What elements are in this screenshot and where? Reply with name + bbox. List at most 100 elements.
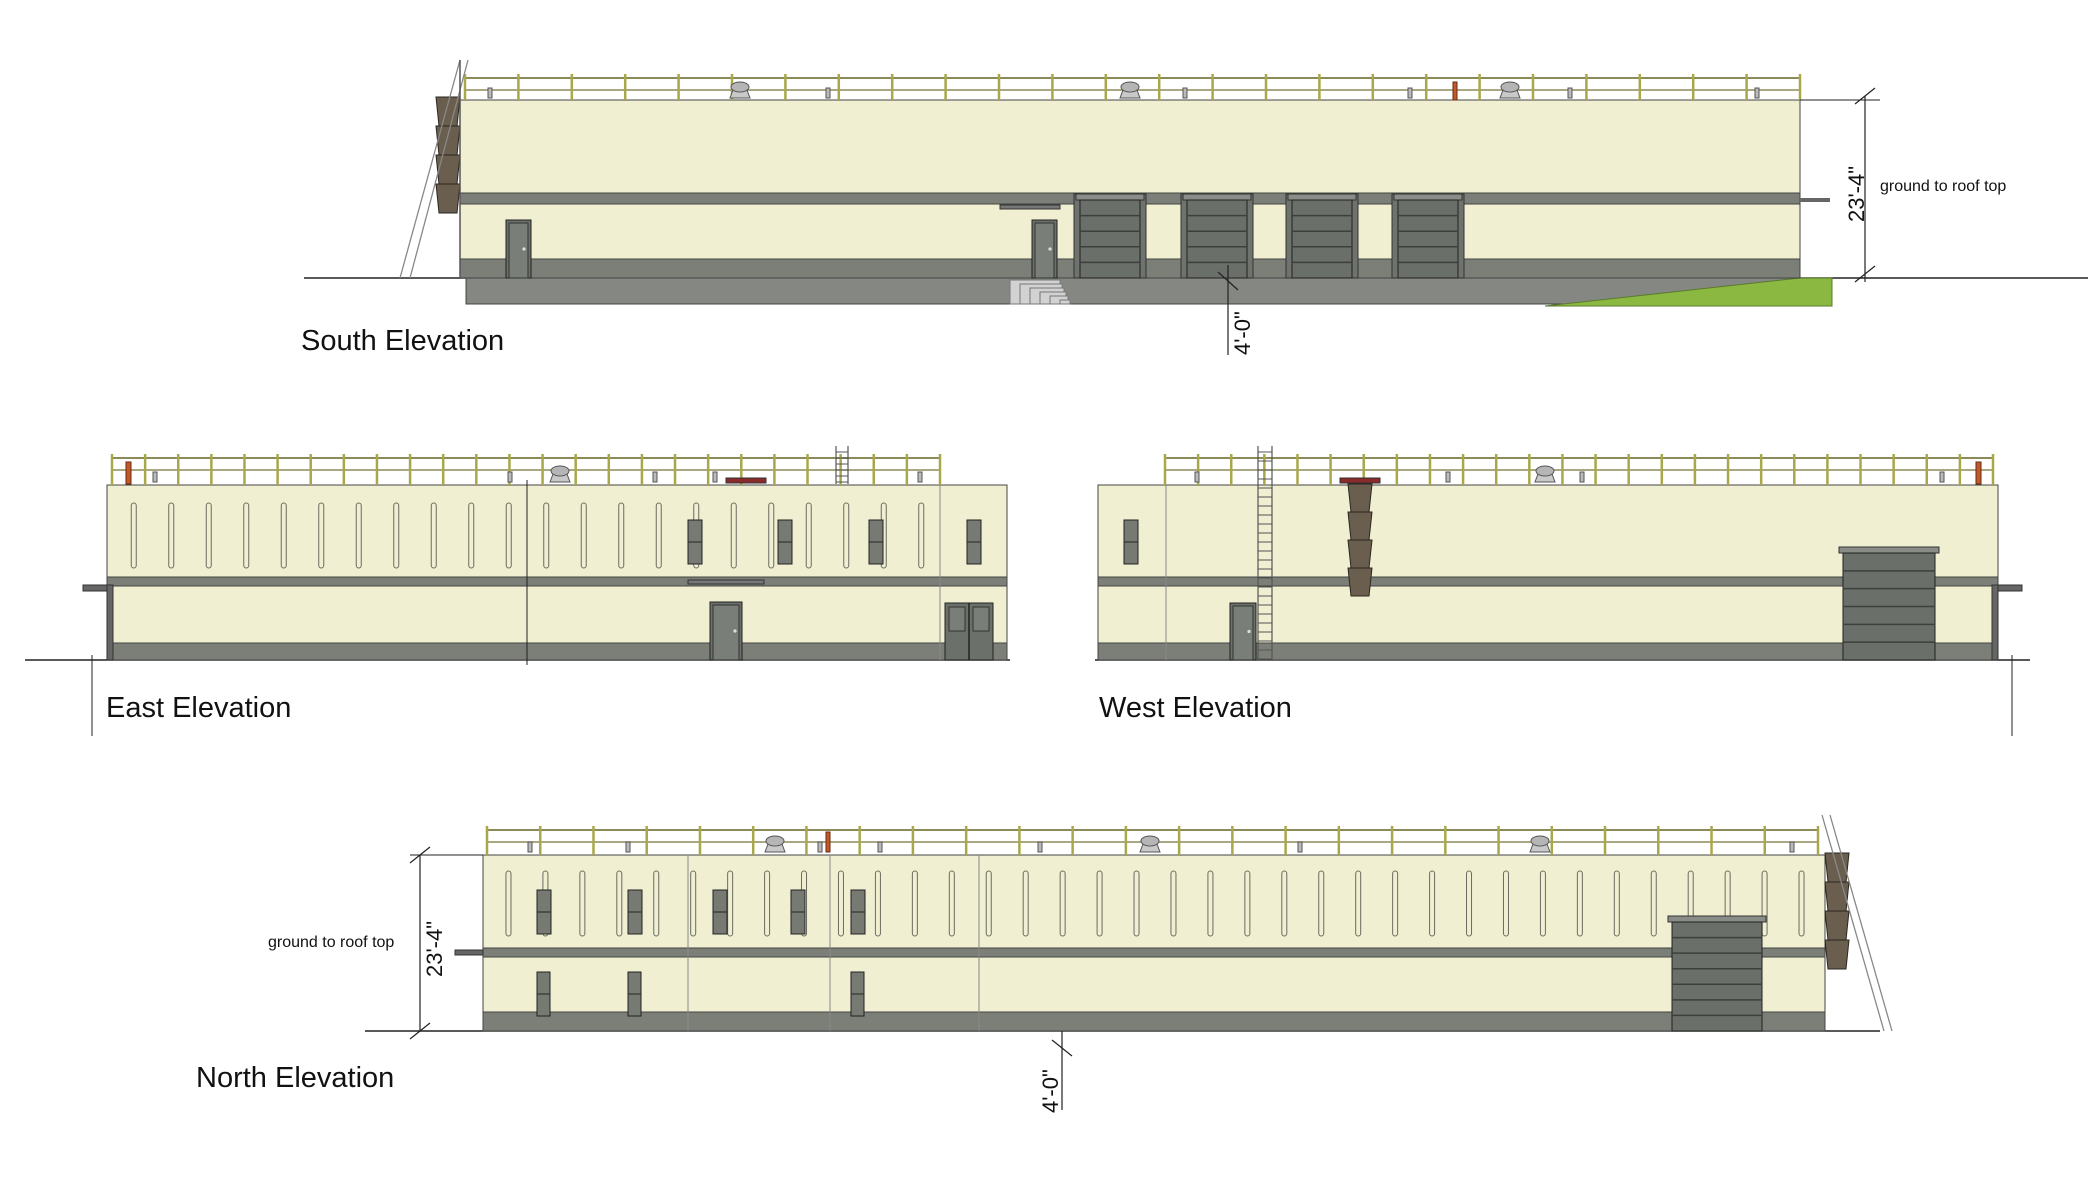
roof-pipe	[652, 471, 658, 483]
roof-hatch-marker	[1452, 81, 1458, 101]
wall-rib	[505, 502, 512, 569]
wall-rib	[843, 502, 850, 569]
roof-hatch-marker	[125, 461, 132, 485]
door-lite	[948, 606, 966, 632]
roof-vent-cap	[765, 835, 785, 847]
wall-rib	[205, 502, 212, 569]
roof-pipe	[1789, 841, 1795, 853]
wall-rib	[653, 870, 660, 937]
wall-rib	[727, 870, 734, 937]
wall-rib	[1170, 870, 1177, 937]
roof-pipe	[1445, 471, 1451, 483]
wall-rib	[618, 502, 625, 569]
downspout-scupper	[435, 154, 461, 185]
roof-pipe	[1939, 471, 1945, 483]
roof-vent-cap	[1500, 81, 1520, 93]
upper-wall	[106, 484, 1008, 578]
west-elevation-drawing	[1095, 446, 2030, 736]
wall-rib	[1539, 870, 1546, 937]
door-handle	[1048, 247, 1052, 251]
rollup-door-head	[1667, 915, 1767, 923]
wall-rib	[911, 870, 918, 937]
roof-pipe	[1754, 87, 1760, 99]
upper-wall	[459, 99, 1801, 196]
ladder-rail	[1829, 814, 1893, 1032]
ladder-rail	[399, 59, 461, 279]
roof-vent-cap	[1535, 465, 1555, 477]
door-panel	[1034, 222, 1055, 279]
roof-vent-cap	[1530, 835, 1550, 847]
wall-rib	[1466, 870, 1473, 937]
upper-wall	[1097, 484, 1999, 578]
roof-pipe	[507, 471, 513, 483]
east-elevation-drawing	[25, 446, 1010, 736]
dimension-tick	[1854, 265, 1876, 283]
south-height-dimension: 23'-4"	[1844, 165, 1869, 222]
downspout-scupper	[435, 183, 461, 214]
downspout-scupper	[1347, 567, 1373, 597]
roof-vent-cap	[550, 465, 570, 477]
wall-rib	[1133, 870, 1140, 937]
roof-pipe	[712, 471, 718, 483]
roof-pipe	[1579, 471, 1585, 483]
north-height-dimension: 23'-4"	[422, 920, 447, 977]
downspout-scupper	[1347, 483, 1373, 513]
door-handle	[1247, 629, 1251, 634]
wall-rib	[1392, 870, 1399, 937]
roof-pipe	[1407, 87, 1413, 99]
west-elevation-title: West Elevation	[1099, 692, 1292, 724]
door-lite	[972, 606, 990, 632]
downspout-scupper	[1347, 511, 1373, 541]
upper-wall	[482, 854, 1826, 949]
rollup-door-head	[1393, 193, 1463, 201]
downspout-scupper	[1824, 910, 1850, 941]
roof-vent-cap	[1120, 81, 1140, 93]
wall-rib	[1502, 870, 1509, 937]
ladder-rail	[1821, 814, 1885, 1032]
downspout-scupper	[1347, 539, 1373, 569]
wall-rib	[805, 502, 812, 569]
entry-canopy	[687, 579, 765, 585]
rollup-door	[1079, 199, 1141, 279]
wall-rib	[985, 870, 992, 937]
wall-rib	[1207, 870, 1214, 937]
base-band	[106, 642, 1008, 661]
north-base-dimension: 4'-0"	[1038, 1069, 1063, 1113]
roof-pipe	[625, 841, 631, 853]
scupper-stub	[82, 584, 108, 592]
entry-canopy	[999, 204, 1061, 210]
wall-rib	[768, 502, 775, 569]
lower-wall	[482, 956, 1826, 1013]
wall-rib	[874, 870, 881, 937]
wall-rib	[1798, 870, 1805, 937]
wall-rib	[580, 502, 587, 569]
rollup-door	[1291, 199, 1353, 279]
lower-wall	[106, 585, 1008, 644]
south-elevation-drawing	[304, 59, 2088, 355]
roof-pipe	[825, 87, 831, 99]
roof-pipe	[527, 841, 533, 853]
wall-rib	[430, 502, 437, 569]
wall-rib	[1355, 870, 1362, 937]
rollup-door	[1397, 199, 1459, 279]
wall-rib	[730, 502, 737, 569]
roof-pipe	[817, 841, 823, 853]
wall-rib	[505, 870, 512, 937]
east-elevation-title: East Elevation	[106, 692, 292, 724]
wall-rib	[616, 870, 623, 937]
wall-rib	[130, 502, 137, 569]
dimension-tick	[409, 1022, 431, 1040]
door-handle	[733, 629, 737, 633]
wall-rib	[764, 870, 771, 937]
roof-curb	[725, 477, 767, 484]
wall-rib	[393, 502, 400, 569]
scupper-stub	[1997, 584, 2023, 592]
rollup-door	[1186, 199, 1248, 279]
base-band	[482, 1011, 1826, 1032]
roof-vent-cap	[730, 81, 750, 93]
roof-pipe	[152, 471, 158, 483]
wall-end	[106, 584, 114, 661]
roof-vent-cap	[1140, 835, 1160, 847]
roof-pipe	[1037, 841, 1043, 853]
rollup-door-head	[1838, 546, 1940, 554]
